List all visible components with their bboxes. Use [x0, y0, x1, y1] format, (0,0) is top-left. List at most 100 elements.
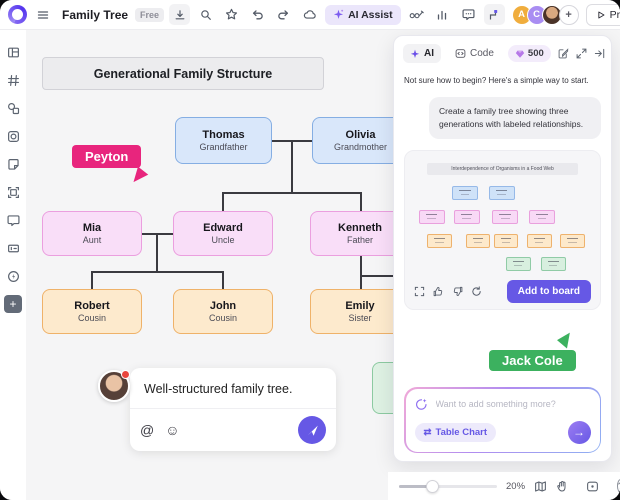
comment-dots-icon — [462, 9, 475, 21]
draw-tools-button[interactable] — [406, 4, 427, 25]
undo-button[interactable] — [247, 4, 268, 25]
connector-line — [360, 256, 362, 289]
connector-icon — [490, 9, 498, 19]
new-chat-button[interactable] — [558, 48, 569, 59]
collapse-panel-button[interactable] — [594, 48, 605, 59]
connector-line — [222, 192, 224, 211]
collapse-right-icon — [594, 48, 604, 59]
shapes-icon — [7, 102, 19, 114]
chart-tool-button[interactable] — [432, 4, 453, 25]
present-button[interactable]: Present — [585, 3, 620, 26]
ai-response-card: Interdependence of Organisms in a Food W… — [404, 149, 601, 310]
sidebar-sticky-note-button[interactable] — [4, 155, 22, 173]
preview-tree-node — [560, 233, 585, 248]
ai-panel-input[interactable] — [433, 398, 591, 410]
redo-button[interactable] — [273, 4, 294, 25]
fullscreen-icon — [414, 286, 425, 296]
sidebar-shapes-button[interactable] — [4, 99, 22, 117]
search-button[interactable] — [195, 4, 216, 25]
ai-credits-badge[interactable]: 500 — [507, 45, 551, 62]
thumbs-down-icon — [453, 286, 463, 296]
sidebar-plugins-button[interactable] — [4, 267, 22, 285]
node-relation: Grandfather — [199, 142, 248, 152]
cloud-sync-button[interactable] — [299, 4, 320, 25]
node-relation: Aunt — [82, 235, 102, 245]
connector-tool-button[interactable] — [483, 4, 505, 25]
thumbs-down-button[interactable] — [452, 286, 463, 297]
zoom-slider-handle[interactable] — [426, 479, 439, 493]
preview-tree-node — [427, 233, 452, 248]
preview-expand-button[interactable] — [414, 286, 425, 297]
comment-tool-button[interactable] — [458, 4, 479, 25]
preview-diagram-title: Interdependence of Organisms in a Food W… — [427, 162, 578, 175]
tool-sidebar: + — [0, 30, 26, 500]
ai-assist-button[interactable]: AI Assist — [325, 4, 401, 25]
avatar-a[interactable]: A — [511, 4, 532, 25]
play-icon — [597, 11, 605, 18]
zoom-level[interactable]: 20% — [506, 480, 526, 492]
download-button[interactable] — [169, 4, 191, 25]
ai-send-button[interactable]: → — [567, 420, 591, 444]
regenerate-button[interactable] — [471, 285, 482, 297]
plan-badge: Free — [135, 7, 165, 22]
templates-icon — [7, 47, 19, 57]
comment-card[interactable]: Well-structured family tree. @ ☺ — [130, 368, 336, 451]
document-title[interactable]: Family Tree — [62, 7, 129, 22]
node-relation: Grandmother — [333, 142, 388, 152]
ai-assist-label: AI Assist — [348, 8, 393, 21]
emoji-icon[interactable]: ☺ — [165, 422, 180, 438]
expand-panel-button[interactable] — [576, 48, 587, 59]
help-button[interactable]: ? — [617, 479, 620, 493]
sidebar-text-field-button[interactable] — [4, 239, 22, 257]
comment-author-avatar[interactable] — [98, 370, 130, 402]
app-logo-icon[interactable] — [8, 5, 27, 24]
preview-diagram[interactable] — [415, 182, 590, 274]
add-to-board-button[interactable]: Add to board — [506, 279, 591, 303]
preview-tree-node — [453, 210, 480, 224]
sidebar-sticker-button[interactable] — [4, 127, 22, 145]
preview-tree-node — [528, 210, 555, 224]
preview-tree-node — [541, 256, 566, 271]
cloud-icon — [303, 10, 316, 19]
comment-send-button[interactable] — [298, 416, 326, 444]
mention-icon[interactable]: @ — [140, 422, 155, 438]
chat-bubble-icon — [6, 214, 20, 226]
diagram-title-box[interactable]: Generational Family Structure — [42, 57, 324, 90]
zoom-slider[interactable] — [399, 479, 497, 493]
sticker-icon — [7, 130, 19, 142]
sidebar-templates-button[interactable] — [4, 43, 22, 61]
tab-code[interactable]: Code — [448, 44, 501, 63]
sidebar-more-tools-button[interactable]: + — [4, 295, 22, 313]
focus-frame-icon — [587, 481, 598, 491]
laser-pointer-button[interactable] — [586, 480, 599, 493]
tab-ai[interactable]: AI — [403, 44, 441, 63]
ai-assistant-panel: AI Code 500 Not sure how to begin? Here'… — [393, 35, 612, 462]
hand-icon — [557, 480, 566, 491]
table-chart-chip[interactable]: ⇄ Table Chart — [414, 422, 497, 442]
main-menu-button[interactable] — [32, 4, 53, 25]
plugin-bolt-icon — [7, 270, 19, 282]
preview-tree-node — [488, 186, 515, 200]
redo-icon — [278, 10, 289, 20]
arrow-right-icon: → — [573, 425, 585, 439]
sidebar-comment-button[interactable] — [4, 211, 22, 229]
minimap-button[interactable] — [534, 480, 547, 493]
node-name: John — [209, 300, 237, 312]
favorite-button[interactable] — [221, 4, 242, 25]
connector-line — [291, 140, 293, 192]
invite-member-button[interactable]: + — [558, 4, 579, 25]
map-icon — [535, 480, 546, 492]
pan-tool-button[interactable] — [556, 480, 568, 493]
connector-line — [91, 271, 93, 289]
preview-tree-node — [492, 210, 519, 224]
sidebar-frame-button[interactable] — [4, 183, 22, 201]
thumbs-up-button[interactable] — [433, 286, 444, 297]
sidebar-grid-button[interactable] — [4, 71, 22, 89]
gem-icon — [515, 50, 525, 58]
